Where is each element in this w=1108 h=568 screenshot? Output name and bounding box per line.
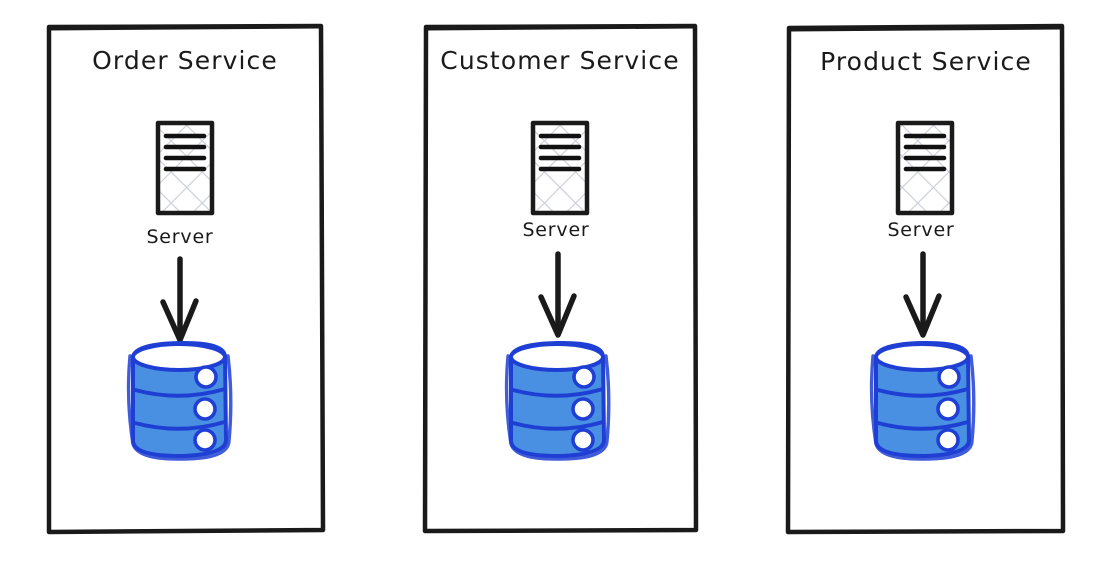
service-panel-customer-service[interactable]: Customer Service Server xyxy=(422,23,699,534)
down-arrow-icon xyxy=(160,256,199,343)
database-indicator-3 xyxy=(193,428,217,452)
server-label: Server xyxy=(522,219,589,241)
down-arrow-icon xyxy=(903,251,942,338)
database-divider-2 xyxy=(511,420,605,431)
panel-border-sketch-overlay xyxy=(788,26,1063,32)
server-icon xyxy=(895,120,955,216)
down-arrow-icon xyxy=(538,251,577,338)
database-divider-1 xyxy=(876,387,970,398)
database-indicator-3 xyxy=(936,428,960,452)
server-label: Server xyxy=(887,219,954,241)
database-cylinder-icon xyxy=(869,340,976,461)
server-icon xyxy=(155,120,215,216)
database-cylinder-icon xyxy=(126,340,233,461)
panel-title: Order Service xyxy=(92,46,278,75)
panel-border-sketch-overlay xyxy=(48,25,322,31)
server-icon-slots xyxy=(538,133,582,172)
database-indicator-1 xyxy=(937,365,961,389)
database-indicator-3 xyxy=(571,428,595,452)
panel-title: Product Service xyxy=(820,47,1032,76)
database-indicator-1 xyxy=(572,365,596,389)
database-indicator-1 xyxy=(194,365,218,389)
database-indicator-2 xyxy=(193,397,217,421)
database-divider-2 xyxy=(876,420,970,431)
server-icon xyxy=(530,120,590,216)
database-cylinder-icon xyxy=(504,340,611,461)
database-sketch-overlay xyxy=(126,354,233,461)
server-label: Server xyxy=(146,226,213,248)
server-icon-slots xyxy=(903,133,947,172)
database-divider-1 xyxy=(511,387,605,398)
service-panel-product-service[interactable]: Product Service Server xyxy=(785,23,1066,535)
panel-border-sketch-overlay xyxy=(425,25,696,31)
server-icon-slots xyxy=(163,133,207,172)
database-top-ellipse xyxy=(131,342,227,372)
database-indicator-2 xyxy=(571,397,595,421)
database-divider-2 xyxy=(133,420,227,431)
panel-title: Customer Service xyxy=(440,46,679,75)
service-panel-order-service[interactable]: Order Service Server xyxy=(46,23,326,535)
database-divider-1 xyxy=(133,387,227,398)
database-sketch-overlay xyxy=(504,354,611,461)
database-top-ellipse xyxy=(874,342,970,372)
database-indicator-2 xyxy=(936,397,960,421)
database-top-ellipse xyxy=(509,342,605,372)
database-sketch-overlay xyxy=(869,354,976,461)
